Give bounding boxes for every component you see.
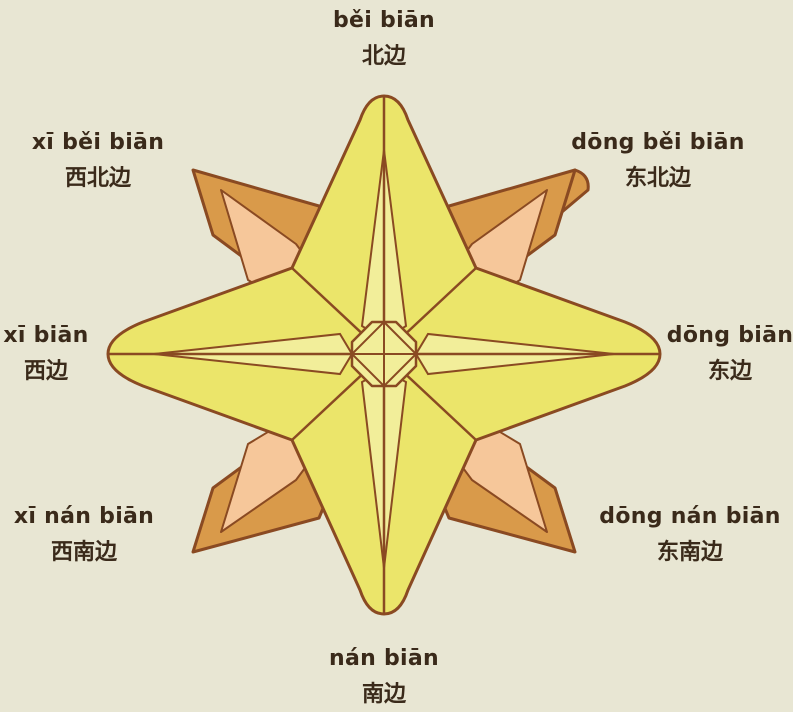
southeast-hanzi: 东南边 xyxy=(580,542,793,564)
northwest-pinyin: xī běi biān xyxy=(0,132,208,154)
west-pinyin: xī biān xyxy=(0,325,156,347)
west-hanzi: 西边 xyxy=(0,361,156,383)
northeast-hanzi: 东北边 xyxy=(548,168,768,190)
north-pinyin: běi biān xyxy=(274,10,494,32)
label-northwest: xī běi biān 西北边 xyxy=(0,132,208,190)
label-west: xī biān 西边 xyxy=(0,325,156,383)
label-southeast: dōng nán biān 东南边 xyxy=(580,506,793,564)
label-southwest: xī nán biān 西南边 xyxy=(0,506,194,564)
northwest-hanzi: 西北边 xyxy=(0,168,208,190)
south-hanzi: 南边 xyxy=(274,684,494,706)
southwest-hanzi: 西南边 xyxy=(0,542,194,564)
northeast-pinyin: dōng běi biān xyxy=(548,132,768,154)
label-east: dōng biān 东边 xyxy=(620,325,793,383)
south-pinyin: nán biān xyxy=(274,648,494,670)
southeast-pinyin: dōng nán biān xyxy=(580,506,793,528)
east-hanzi: 东边 xyxy=(620,361,793,383)
label-northeast: dōng běi biān 东北边 xyxy=(548,132,768,190)
east-pinyin: dōng biān xyxy=(620,325,793,347)
label-north: běi biān 北边 xyxy=(274,10,494,68)
southwest-pinyin: xī nán biān xyxy=(0,506,194,528)
label-south: nán biān 南边 xyxy=(274,648,494,706)
north-hanzi: 北边 xyxy=(274,46,494,68)
